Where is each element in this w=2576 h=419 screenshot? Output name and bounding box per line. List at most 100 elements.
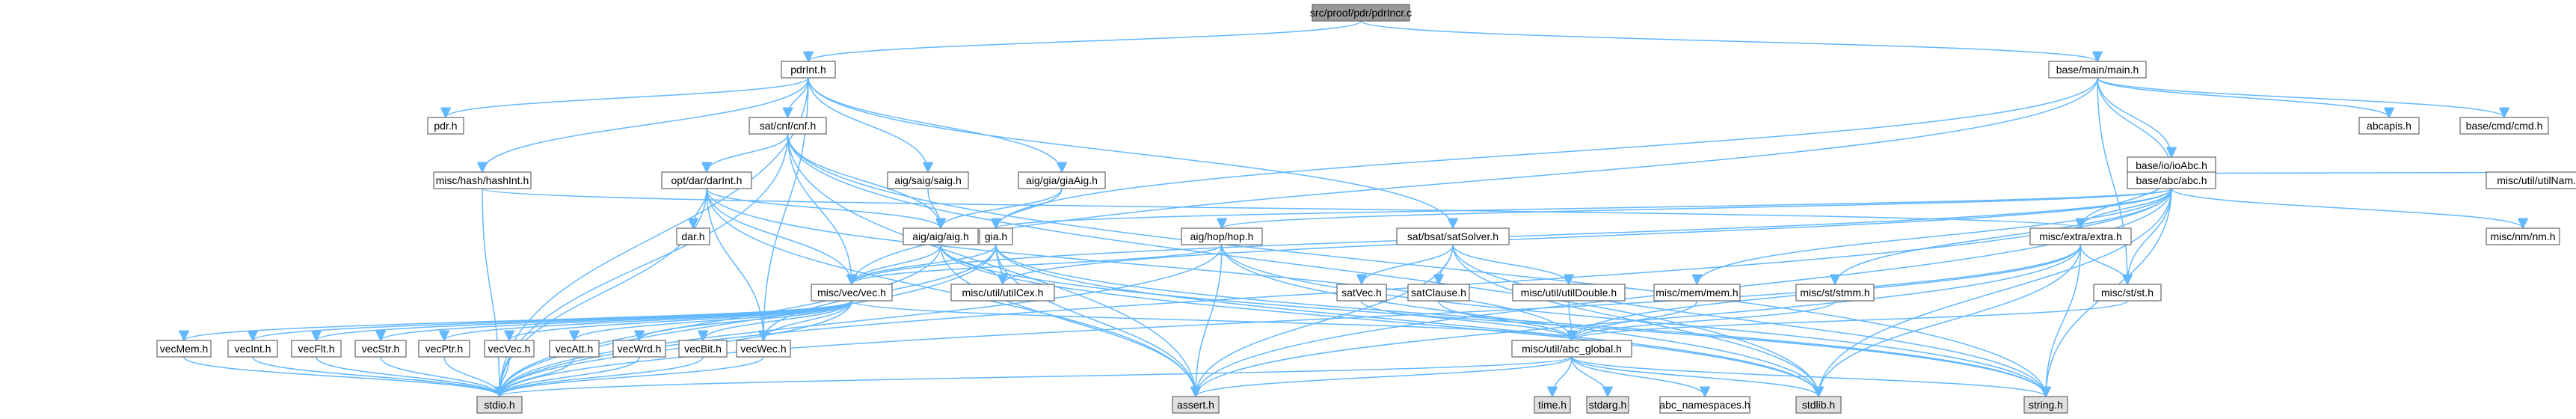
node-abc_ns[interactable]: abc_namespaces.h <box>1659 396 1750 414</box>
node-giaAig[interactable]: aig/gia/giaAig.h <box>1018 171 1106 189</box>
node-vecPtr[interactable]: vecPtr.h <box>418 340 470 358</box>
edge-pdrInt-to-hashInt <box>482 77 809 172</box>
edge-vec-to-vecPtr <box>444 300 852 341</box>
node-satVec[interactable]: satVec.h <box>1336 284 1387 302</box>
edge-root-to-main <box>1360 20 2097 62</box>
node-vecWec[interactable]: vecWec.h <box>736 340 791 358</box>
edge-satSolver-to-satVec <box>1362 244 1454 285</box>
node-label: stdio.h <box>484 399 514 411</box>
node-box <box>2093 284 2162 302</box>
edge-ioAbc-to-utilNam <box>2171 172 2539 174</box>
node-ioAbc[interactable]: base/io/ioAbc.h <box>2127 156 2216 174</box>
edge-main-to-cmd <box>2097 77 2504 118</box>
edge-darInt-to-aig <box>706 188 941 229</box>
node-stdio: stdio.h <box>476 396 523 414</box>
node-abcapis[interactable]: abcapis.h <box>2358 117 2420 135</box>
node-label: vecFlt.h <box>298 343 334 355</box>
node-label: misc/util/utilCex.h <box>962 287 1044 299</box>
node-label: vecVec.h <box>488 343 531 355</box>
node-vecStr[interactable]: vecStr.h <box>354 340 407 358</box>
node-pdr[interactable]: pdr.h <box>427 117 464 135</box>
node-root[interactable]: src/proof/pdr/pdrIncr.c <box>1310 4 1412 22</box>
edge-cnf-to-assert <box>787 133 1196 397</box>
node-label: time.h <box>1538 399 1567 411</box>
node-stdarg: stdarg.h <box>1586 396 1629 414</box>
node-box <box>1336 284 1387 302</box>
node-abc[interactable]: base/abc/abc.h <box>2127 171 2216 189</box>
node-label: vecBit.h <box>684 343 722 355</box>
node-box <box>781 61 836 79</box>
node-box <box>887 171 969 189</box>
node-label: base/abc/abc.h <box>2136 174 2207 186</box>
node-label: base/main/main.h <box>2056 64 2139 76</box>
node-vecFlt[interactable]: vecFlt.h <box>291 340 342 358</box>
node-cmd[interactable]: base/cmd/cmd.h <box>2459 117 2549 135</box>
edge-vec-to-stdio <box>499 300 852 397</box>
node-st[interactable]: misc/st/st.h <box>2093 284 2162 302</box>
node-vecAtt[interactable]: vecAtt.h <box>549 340 600 358</box>
node-utilNam[interactable]: misc/util/utilNam.h <box>2486 171 2576 189</box>
edge-main-to-gia <box>996 77 2098 228</box>
edge-main-to-ioAbc <box>2097 77 2171 157</box>
node-vecWrd[interactable]: vecWrd.h <box>612 340 666 358</box>
node-nm[interactable]: misc/nm/nm.h <box>2486 227 2560 245</box>
node-mem[interactable]: misc/mem/mem.h <box>1653 284 1741 302</box>
node-box <box>1653 284 1741 302</box>
node-label: pdr.h <box>434 120 457 132</box>
node-label: satVec.h <box>1341 287 1382 299</box>
node-box <box>1511 340 1632 358</box>
edge-vecInt-to-stdio <box>252 356 499 397</box>
node-vec[interactable]: misc/vec/vec.h <box>811 284 893 302</box>
node-box <box>1018 171 1106 189</box>
node-utilCex[interactable]: misc/util/utilCex.h <box>950 284 1055 302</box>
node-box <box>227 340 278 358</box>
node-time: time.h <box>1534 396 1571 414</box>
edge-extra-to-assert <box>1196 244 2082 397</box>
node-vecBit[interactable]: vecBit.h <box>678 340 728 358</box>
node-box <box>1312 4 1410 22</box>
node-label: gia.h <box>985 230 1007 242</box>
edge-extra-to-stdio <box>499 244 2082 397</box>
edge-satSolver-to-string <box>1452 244 2046 397</box>
edge-vec-to-vecAtt <box>574 300 852 341</box>
node-hashInt[interactable]: misc/hash/hashInt.h <box>433 171 532 189</box>
node-extra[interactable]: misc/extra/extra.h <box>2029 227 2132 245</box>
node-saig[interactable]: aig/saig/saig.h <box>887 171 969 189</box>
node-utilDouble[interactable]: misc/util/utilDouble.h <box>1512 284 1626 302</box>
node-box <box>950 284 1055 302</box>
node-stmm[interactable]: misc/st/stmm.h <box>1795 284 1875 302</box>
node-aig[interactable]: aig/aig/aig.h <box>903 227 979 245</box>
node-label: pdrInt.h <box>790 64 826 76</box>
node-label: misc/st/stmm.h <box>1800 287 1869 299</box>
node-vecMem[interactable]: vecMem.h <box>156 340 212 358</box>
node-label: vecWec.h <box>740 343 786 355</box>
node-label: base/io/ioAbc.h <box>2136 159 2207 171</box>
node-darInt[interactable]: opt/dar/darInt.h <box>661 171 752 189</box>
node-vecVec[interactable]: vecVec.h <box>484 340 535 358</box>
node-label: misc/util/abc_global.h <box>1522 343 1622 355</box>
node-cnf[interactable]: sat/cnf/cnf.h <box>748 117 827 135</box>
node-box <box>1172 396 1220 414</box>
node-satClause[interactable]: satClause.h <box>1407 284 1470 302</box>
edge-vecStr-to-stdio <box>380 356 499 397</box>
node-label: misc/st/st.h <box>2101 287 2154 299</box>
edge-abc-to-vec <box>852 188 2172 285</box>
node-vecInt[interactable]: vecInt.h <box>227 340 278 358</box>
node-hop[interactable]: aig/hop/hop.h <box>1181 227 1263 245</box>
node-satSolver[interactable]: sat/bsat/satSolver.h <box>1396 227 1510 245</box>
edge-gia-to-assert <box>995 244 1196 397</box>
node-main[interactable]: base/main/main.h <box>2048 61 2147 79</box>
node-box <box>678 340 728 358</box>
node-dar[interactable]: dar.h <box>676 227 710 245</box>
edge-root-to-pdrInt <box>808 20 1362 62</box>
edge-extra-to-string <box>2046 244 2082 397</box>
edge-abc_global-to-stdarg <box>1571 356 1608 397</box>
edge-cnf-to-string <box>787 133 2047 397</box>
edge-abc_global-to-string <box>1571 356 2046 397</box>
edge-vecWrd-to-stdio <box>499 356 640 397</box>
node-abc_global[interactable]: misc/util/abc_global.h <box>1511 340 1632 358</box>
node-pdrInt[interactable]: pdrInt.h <box>781 61 836 79</box>
node-gia[interactable]: gia.h <box>979 227 1013 245</box>
node-label: abcapis.h <box>2367 120 2411 132</box>
node-label: vecPtr.h <box>425 343 464 355</box>
